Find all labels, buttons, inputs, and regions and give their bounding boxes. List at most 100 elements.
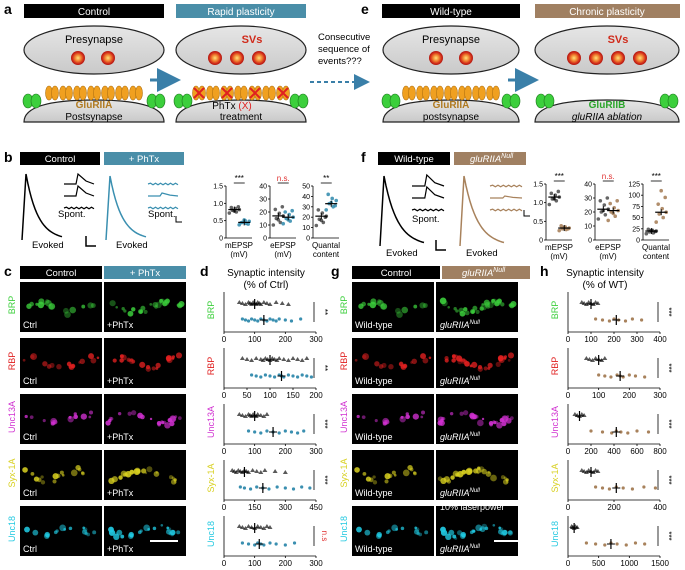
spont-trace bbox=[489, 184, 523, 188]
evoked-trace-control bbox=[21, 173, 63, 241]
x-tick-label: 0 bbox=[566, 335, 571, 344]
y-tick-label: 0.5 bbox=[213, 218, 223, 225]
image-right-label: gluRIIANull bbox=[440, 376, 481, 386]
data-point bbox=[646, 430, 651, 434]
panel-h-title: Synaptic intensity bbox=[566, 268, 644, 279]
puncta bbox=[112, 358, 117, 363]
x-tick-label: 1500 bbox=[651, 559, 669, 568]
puncta bbox=[481, 303, 485, 306]
significance-label: *** bbox=[664, 475, 673, 484]
data-point bbox=[277, 317, 281, 321]
spont-trace bbox=[147, 206, 179, 210]
x-label: mEPSP bbox=[545, 243, 573, 252]
puncta bbox=[30, 471, 35, 476]
x-tick-label: 0 bbox=[222, 559, 227, 568]
gluriib-receptor-icon bbox=[30, 93, 42, 109]
puncta bbox=[67, 416, 74, 423]
x-tick-label: 200 bbox=[584, 447, 598, 456]
puncta bbox=[496, 422, 503, 429]
puncta bbox=[56, 364, 62, 370]
x-label: (mV) bbox=[550, 252, 568, 261]
significance-label: ** bbox=[323, 174, 329, 183]
panel-a: a Control Rapid plasticity Presynapse Gl… bbox=[4, 1, 370, 123]
puncta bbox=[89, 410, 94, 415]
data-point bbox=[273, 375, 277, 379]
puncta bbox=[413, 304, 418, 309]
wildtype-trace-bar bbox=[378, 152, 450, 165]
gluriib-receptor-icon bbox=[667, 93, 679, 109]
data-point bbox=[246, 542, 251, 546]
data-point bbox=[603, 543, 607, 547]
sv-icon bbox=[567, 51, 581, 65]
y-tick-label: 0 bbox=[539, 238, 543, 245]
x-label: (mV) bbox=[274, 250, 292, 259]
data-point bbox=[261, 300, 267, 304]
marker-axis-label: Unc18 bbox=[550, 521, 560, 547]
puncta bbox=[448, 529, 455, 536]
data-point bbox=[657, 212, 661, 216]
data-point bbox=[248, 487, 253, 491]
data-point bbox=[613, 214, 617, 218]
receptor-icon bbox=[450, 85, 458, 101]
data-point bbox=[308, 486, 312, 490]
data-point bbox=[261, 414, 267, 418]
image-right-label: +PhTx bbox=[107, 544, 134, 554]
control-header-bar bbox=[24, 4, 164, 18]
puncta bbox=[113, 533, 120, 541]
significance-label: n.s. bbox=[602, 172, 615, 181]
marker-label: BRP bbox=[7, 296, 17, 315]
puncta bbox=[88, 415, 92, 419]
puncta bbox=[450, 475, 455, 480]
data-point bbox=[255, 412, 261, 416]
x-tick-label: 0 bbox=[566, 447, 571, 456]
x-tick-label: 100 bbox=[248, 447, 262, 456]
x-tick-label: 200 bbox=[309, 391, 323, 400]
data-point bbox=[291, 374, 295, 378]
image-left-label: Ctrl bbox=[23, 376, 37, 386]
puncta bbox=[413, 529, 420, 535]
panel-e: e Wild-type Chronic plasticity Presynaps… bbox=[361, 1, 680, 123]
receptor-icon bbox=[51, 85, 59, 101]
x-tick-label: 0 bbox=[222, 503, 227, 512]
data-point bbox=[282, 470, 288, 474]
spont-label: Spont. bbox=[412, 214, 439, 225]
puncta bbox=[439, 297, 447, 305]
puncta bbox=[424, 530, 429, 535]
postsynapse-null bbox=[534, 99, 680, 123]
x-tick-label: 50 bbox=[243, 391, 252, 400]
x-tick-label: 0 bbox=[566, 391, 571, 400]
puncta bbox=[414, 526, 418, 530]
data-point bbox=[276, 218, 281, 222]
puncta bbox=[68, 526, 73, 531]
x-tick-label: 300 bbox=[309, 559, 323, 568]
y-tick-label: 0 bbox=[636, 238, 640, 245]
micrograph-tile bbox=[352, 394, 434, 444]
puncta bbox=[374, 419, 378, 423]
data-point bbox=[600, 430, 605, 434]
spont-trace bbox=[411, 208, 445, 212]
puncta bbox=[24, 526, 30, 533]
puncta bbox=[497, 529, 504, 535]
puncta bbox=[139, 361, 146, 368]
data-point bbox=[246, 319, 251, 323]
gluriib-receptor-icon bbox=[181, 93, 193, 109]
data-point bbox=[615, 199, 619, 203]
micrograph-tile bbox=[436, 450, 518, 500]
spont-trace bbox=[64, 184, 95, 197]
rapid-header-bar bbox=[176, 4, 306, 18]
panel-f: f Wild-type gluRIIANull Evoked Evoked Sp… bbox=[361, 149, 530, 259]
puncta bbox=[78, 361, 81, 364]
puncta bbox=[506, 415, 510, 419]
mini-chart: 00.51.01.5***mEPSP(mV) bbox=[533, 172, 573, 261]
puncta bbox=[445, 533, 452, 541]
spont-traces-wildtype bbox=[411, 173, 445, 212]
puncta bbox=[105, 420, 111, 426]
puncta bbox=[152, 526, 157, 531]
puncta bbox=[472, 529, 476, 533]
block-x-icon bbox=[221, 87, 233, 99]
receptor-icon bbox=[93, 85, 101, 101]
evoked-label: Evoked bbox=[466, 248, 498, 259]
sv-icon bbox=[429, 51, 443, 65]
puncta bbox=[120, 534, 125, 539]
puncta bbox=[63, 307, 69, 314]
